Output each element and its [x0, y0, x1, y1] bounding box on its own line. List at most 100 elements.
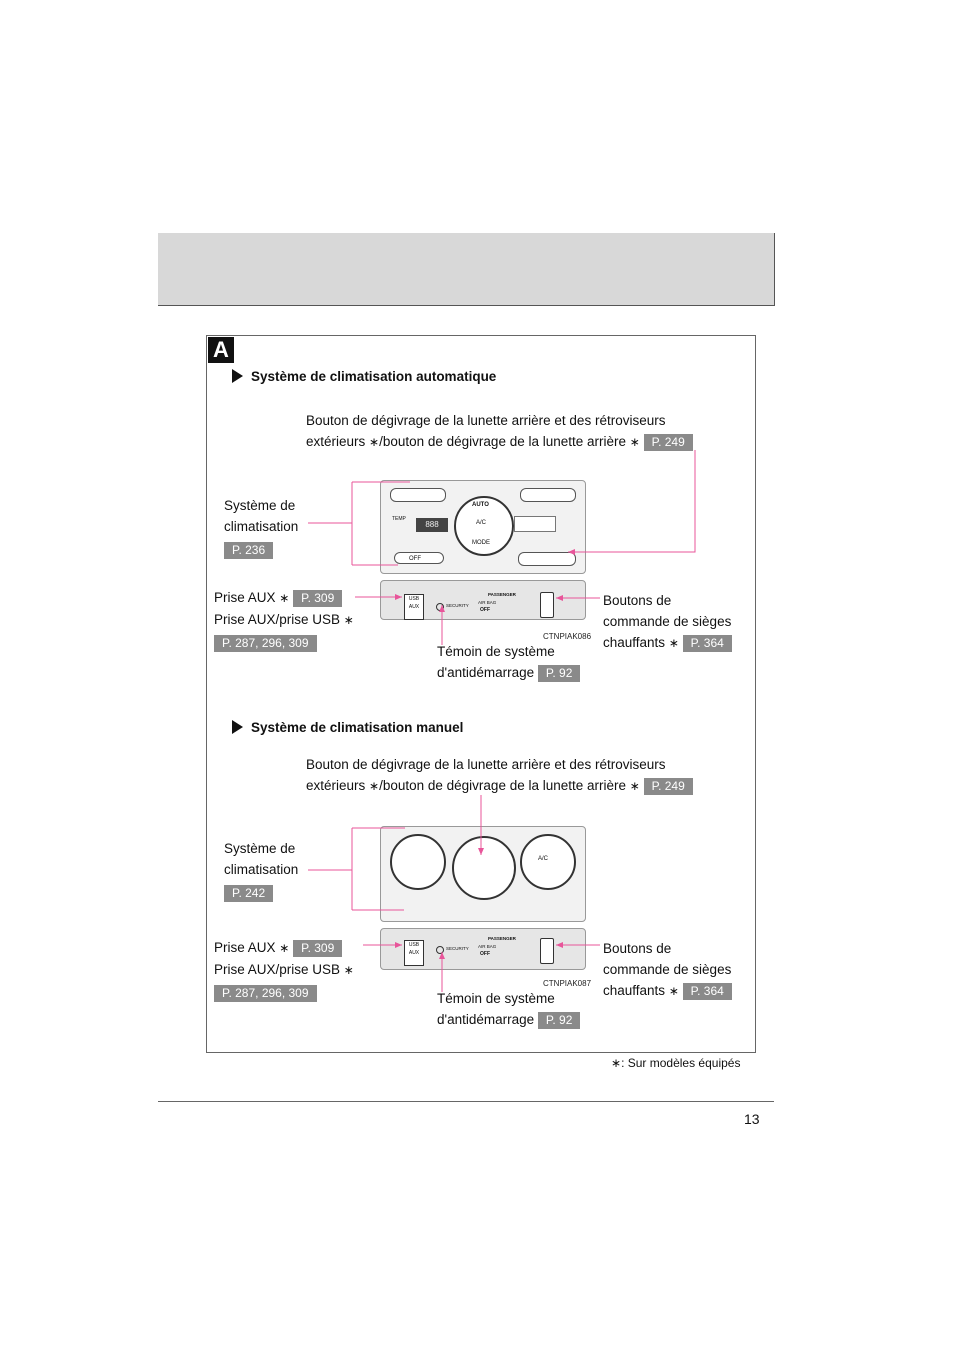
passenger-label: PASSENGER: [488, 592, 516, 597]
mode-button-label: MODE: [472, 540, 490, 546]
asterisk-icon: ∗: [279, 591, 290, 605]
front-defrost-button[interactable]: [390, 488, 446, 502]
auto-button-label: AUTO: [472, 502, 489, 508]
manual-antistart-page-ref[interactable]: P. 92: [537, 1012, 581, 1029]
manual-section-title: Système de climatisation manuel: [232, 720, 463, 735]
auto-defrost-line2a: extérieurs: [306, 434, 370, 449]
usb-label: USB: [408, 596, 420, 602]
manual-seat-line1: Boutons de: [603, 941, 672, 956]
section-frame: [206, 335, 756, 1053]
auto-clim-line1: Système de: [224, 498, 296, 513]
auto-seat-page-ref[interactable]: P. 364: [682, 635, 732, 652]
header-right-rule: [774, 233, 775, 306]
manual-climate-panel: A/C USB AUX SECURITY PASSENGER AIR BAG OF…: [372, 826, 592, 970]
ac-dial[interactable]: [454, 496, 514, 556]
manual-title-text: Système de climatisation manuel: [251, 720, 464, 735]
asterisk-icon: ∗: [668, 984, 679, 998]
auto-image-id: CTNPIAK086: [543, 632, 592, 641]
auto-aux-page-ref[interactable]: P. 309: [293, 590, 343, 607]
fan-speed-dial[interactable]: [452, 836, 516, 900]
manual-seat-page-ref[interactable]: P. 364: [682, 983, 732, 1000]
manual-defrost-line2a: extérieurs: [306, 778, 370, 793]
auto-antistart-page-ref[interactable]: P. 92: [537, 665, 581, 682]
manual-aux-line: Prise AUX: [214, 940, 280, 955]
manual-defrost-label: Bouton de dégivrage de la lunette arrièr…: [306, 754, 693, 797]
manual-defrost-line1: Bouton de dégivrage de la lunette arrièr…: [306, 757, 666, 772]
aux-label: AUX: [408, 604, 420, 610]
ac-button-label: A/C: [538, 856, 549, 862]
airbag-label: AIR BAG: [478, 944, 497, 949]
usb-aux-port[interactable]: USB AUX: [404, 940, 424, 966]
auto-usb-page-ref[interactable]: P. 287, 296, 309: [214, 635, 317, 652]
asterisk-icon: ∗: [369, 435, 380, 449]
manual-aux-page-ref[interactable]: P. 309: [293, 940, 343, 957]
asterisk-icon: ∗: [343, 963, 354, 977]
temperature-dial[interactable]: [520, 834, 576, 890]
auto-defrost-label: Bouton de dégivrage de la lunette arrièr…: [306, 410, 693, 453]
seat-heater-switch[interactable]: [540, 592, 554, 618]
rear-defrost-button[interactable]: [520, 488, 576, 502]
mode-dial[interactable]: [390, 834, 446, 890]
auto-defrost-page-ref[interactable]: P. 249: [643, 434, 693, 451]
auto-clim-line2: climatisation: [224, 519, 299, 534]
passenger-label: PASSENGER: [488, 936, 516, 941]
manual-defrost-page-ref[interactable]: P. 249: [643, 778, 693, 795]
triangle-bullet-icon: [232, 369, 243, 383]
security-label: SECURITY: [446, 946, 469, 951]
asterisk-icon: ∗: [369, 779, 380, 793]
manual-antistart-line2: d'antidémarrage: [437, 1012, 535, 1027]
manual-image-id: CTNPIAK087: [543, 979, 592, 988]
off-button[interactable]: OFF: [394, 552, 444, 564]
auto-defrost-line2b: /bouton de dégivrage de la lunette arriè…: [379, 434, 630, 449]
manual-antistart-label: Témoin de système d'antidémarrage P. 92: [437, 988, 581, 1030]
auto-seat-line3: chauffants: [603, 635, 669, 650]
footer-rule: [158, 1101, 774, 1102]
page-number: 13: [744, 1111, 760, 1127]
auto-section-title: Système de climatisation automatique: [232, 369, 496, 384]
security-label: SECURITY: [446, 603, 469, 608]
manual-usb-page-ref[interactable]: P. 287, 296, 309: [214, 985, 317, 1002]
usb-aux-port[interactable]: USB AUX: [404, 594, 424, 620]
asterisk-icon: ∗: [629, 779, 640, 793]
auto-clim-leader: [308, 481, 410, 566]
asterisk-icon: ∗: [629, 435, 640, 449]
airbag-label: AIR BAG: [478, 600, 497, 605]
auto-defrost-line1: Bouton de dégivrage de la lunette arrièr…: [306, 413, 666, 428]
auto-defrost-leader: [568, 450, 696, 553]
auto-antistart-line1: Témoin de système: [437, 644, 555, 659]
auto-seat-line1: Boutons de: [603, 593, 672, 608]
auto-aux-label: Prise AUX ∗ P. 309 Prise AUX/prise USB ∗…: [214, 587, 354, 653]
auto-title-text: Système de climatisation automatique: [251, 369, 497, 384]
security-indicator-light: [436, 946, 444, 954]
manual-clim-line2: climatisation: [224, 862, 299, 877]
manual-seat-line3: chauffants: [603, 983, 669, 998]
triangle-bullet-icon: [232, 720, 243, 734]
manual-clim-page-ref[interactable]: P. 242: [224, 885, 274, 902]
auto-clim-label: Système de climatisation P. 236: [224, 495, 298, 560]
seat-heater-switch[interactable]: [540, 938, 554, 964]
auto-antistart-line2: d'antidémarrage: [437, 665, 535, 680]
aux-label: AUX: [408, 950, 420, 956]
manual-seat-line2: commande de sièges: [603, 962, 732, 977]
defrost-mirror-button[interactable]: [518, 552, 576, 566]
auto-clim-page-ref[interactable]: P. 236: [224, 542, 274, 559]
asterisk-icon: ∗: [279, 941, 290, 955]
usb-label: USB: [408, 942, 420, 948]
footnote-text: : Sur modèles équipés: [621, 1056, 741, 1070]
manual-antistart-line1: Témoin de système: [437, 991, 555, 1006]
airbag-off-label: OFF: [480, 951, 490, 957]
fan-mode-indicator: [514, 516, 556, 532]
temp-display: 888: [416, 518, 448, 532]
header-band: [158, 233, 774, 306]
section-letter: A: [208, 337, 234, 363]
auto-usb-line: Prise AUX/prise USB: [214, 612, 344, 627]
temp-label: TEMP: [392, 516, 406, 522]
asterisk-icon: ∗: [343, 613, 354, 627]
auto-antistart-label: Témoin de système d'antidémarrage P. 92: [437, 641, 581, 683]
manual-seat-label: Boutons de commande de sièges chauffants…: [603, 938, 732, 1002]
off-button-label: OFF: [409, 556, 421, 562]
airbag-off-label: OFF: [480, 607, 490, 613]
asterisk-icon: ∗: [668, 636, 679, 650]
